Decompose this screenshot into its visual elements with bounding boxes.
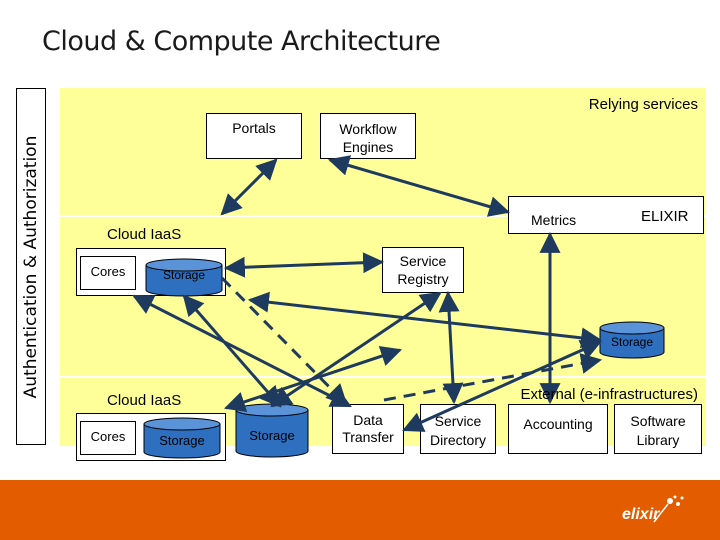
portals-box: Portals — [206, 113, 302, 159]
portals-label: Portals — [232, 120, 276, 136]
cloud-bottom-cores-box: Cores — [80, 421, 136, 455]
cloud-bottom-cores-label: Cores — [90, 429, 126, 444]
cloud-top-cores-label: Cores — [90, 264, 126, 279]
auth-bar — [16, 88, 46, 445]
workflow-engines-label: Workflow Engines — [339, 121, 397, 155]
software-library-box: Software Library — [614, 404, 702, 454]
arrow-cloud-registry — [132, 294, 352, 408]
metrics-label: Metrics — [531, 212, 577, 228]
software-library-label: Software Library — [630, 413, 686, 448]
cloud-top-storage-label: Storage — [162, 268, 206, 282]
service-registry-label: Service Registry — [397, 253, 449, 287]
cloud-iaas-top-label: Cloud IaaS — [107, 226, 182, 243]
cloud-bottom-storage-cylinder — [143, 417, 221, 459]
cloud-bottom-storage-label: Storage — [159, 433, 205, 448]
elixir-logo-icon — [653, 495, 684, 523]
elixir-logo-text: elixir — [622, 506, 660, 523]
elixir-box: Metrics ELIXIR — [508, 196, 704, 234]
arrow-cloud-storage — [182, 294, 282, 408]
arrow-registry-storage — [270, 291, 442, 408]
arrow-dashed — [220, 276, 348, 406]
arrow-registry-storage-long — [247, 291, 603, 349]
external-storage-label: Storage — [249, 428, 295, 443]
arrow-portals-cloud — [220, 158, 278, 216]
arrow-dashed-2 — [383, 353, 603, 402]
data-transfer-label: Data Transfer — [342, 412, 394, 445]
relying-services-label: Relying services — [588, 96, 698, 113]
service-registry-box: Service Registry — [382, 247, 464, 293]
elixir-logo: elixir — [620, 494, 690, 528]
workflow-engines-box: Workflow Engines — [320, 113, 416, 159]
elixir-storage-cylinder — [599, 321, 665, 359]
footer-bar: elixir — [0, 480, 720, 540]
elixir-label: ELIXIR — [641, 208, 689, 225]
page-title: Cloud & Compute Architecture — [42, 26, 441, 57]
cloud-top-cores-box: Cores — [80, 256, 136, 290]
elixir-storage-label: Storage — [610, 335, 654, 349]
arrow-storage-data-transfer — [402, 340, 602, 432]
arrow-registry-directory — [438, 290, 464, 405]
external-infra-label: External (e-infrastructures) — [520, 386, 698, 403]
arrow-workflow-metrics — [327, 155, 511, 217]
arrow-registry-cloud — [223, 252, 385, 278]
arrow-storage-cloud — [224, 346, 402, 412]
